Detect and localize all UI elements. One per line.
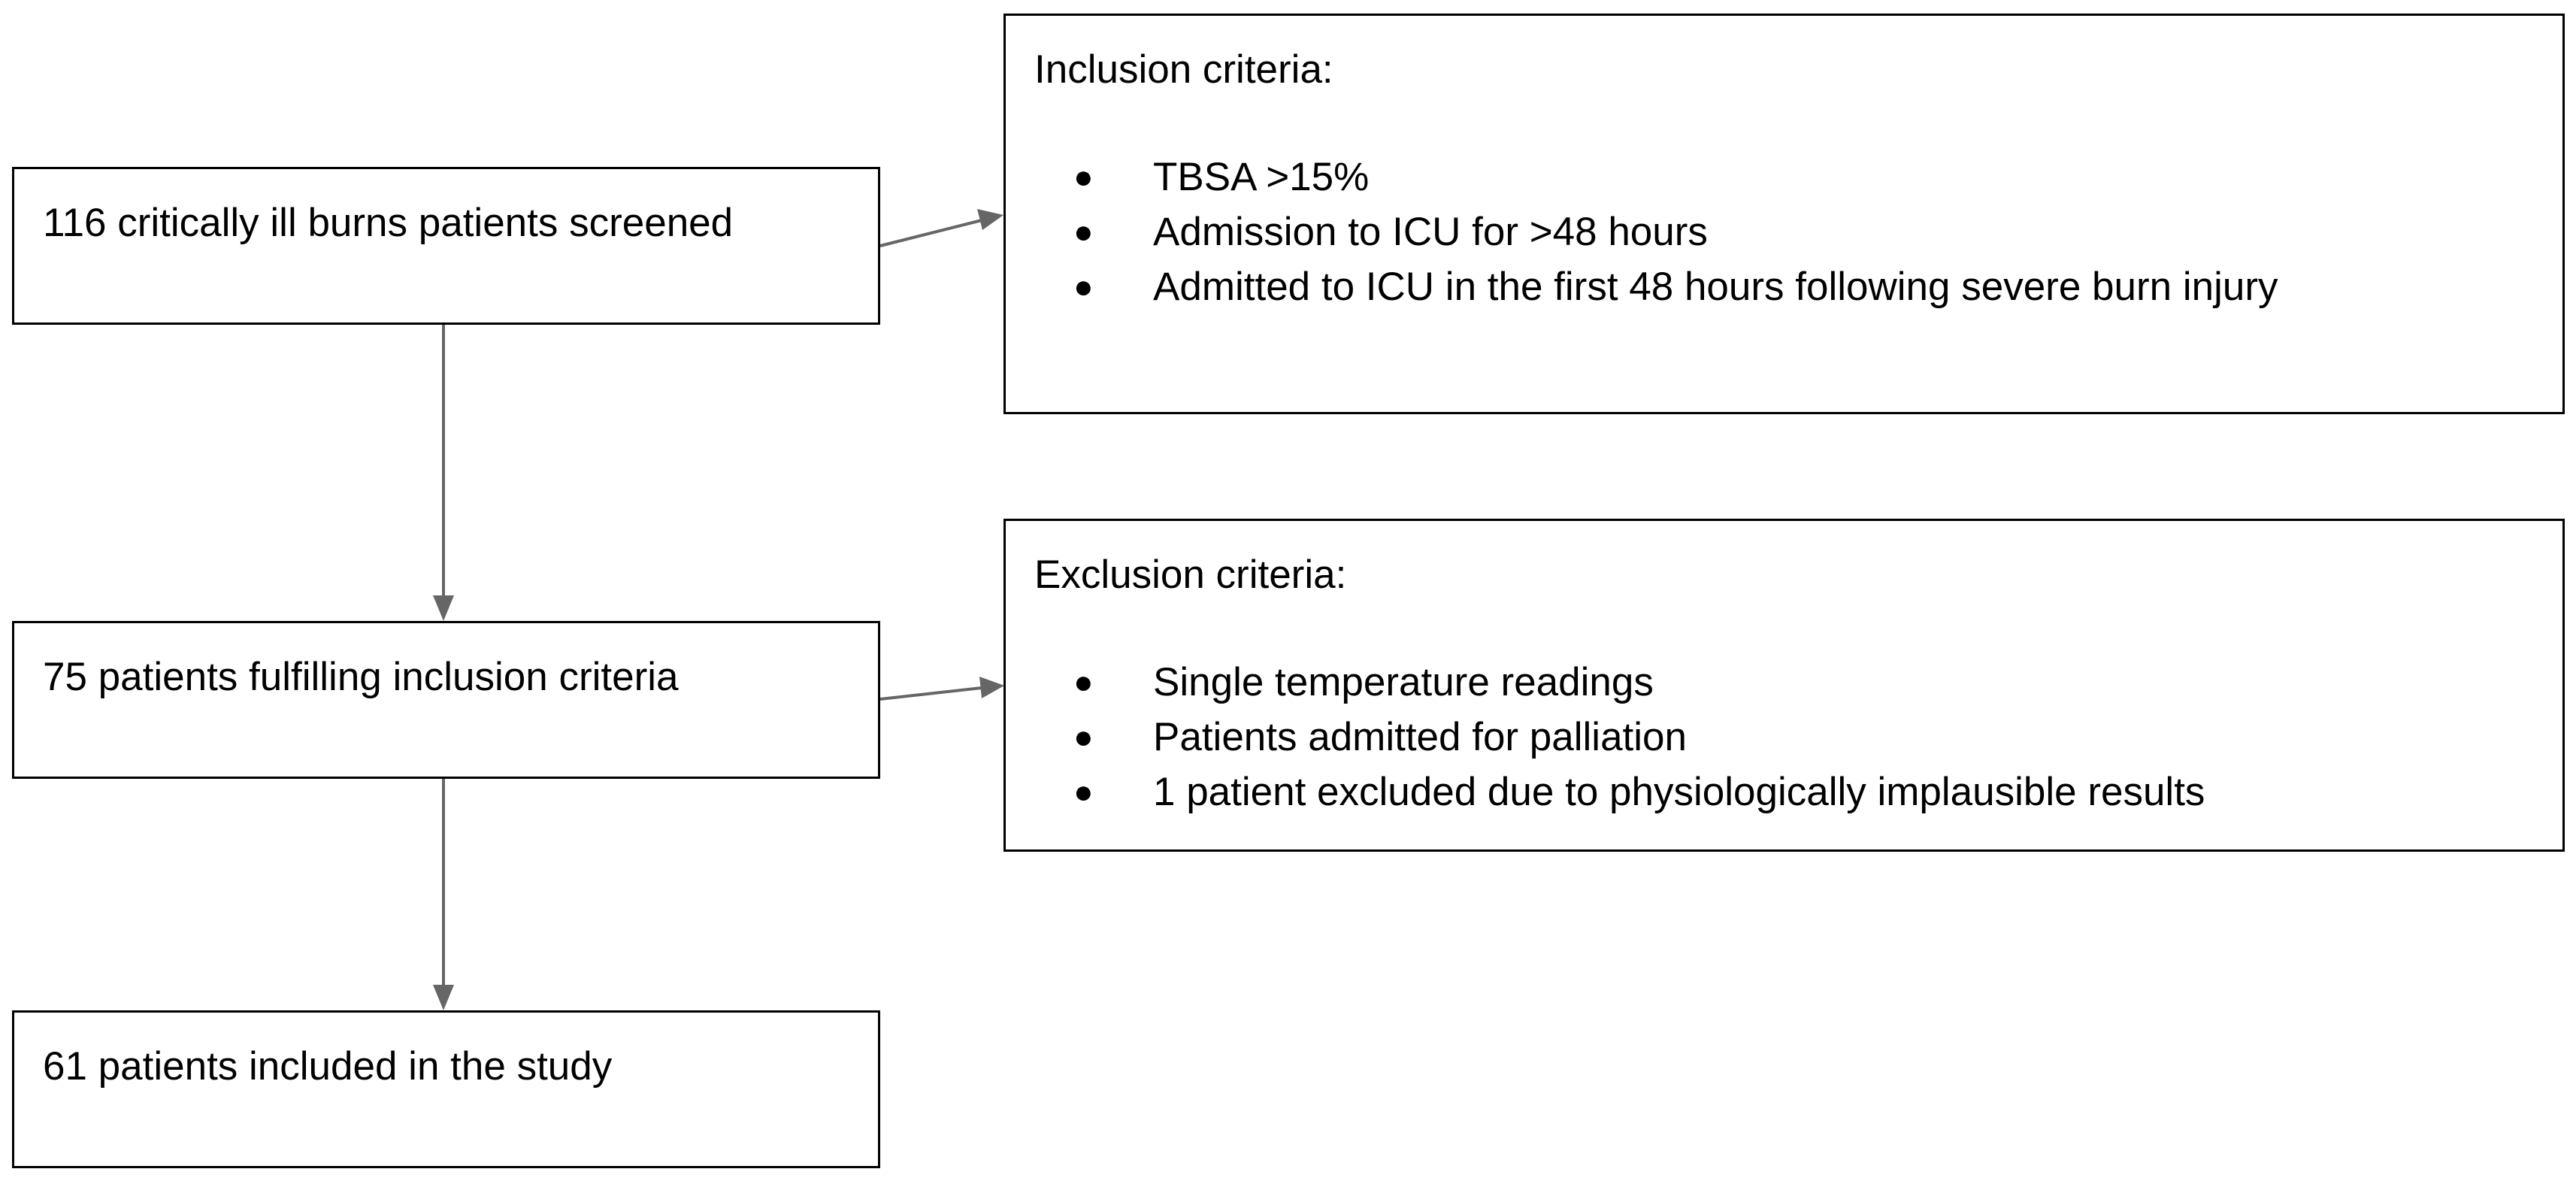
inclusion-criteria-item: ● Admission to ICU for >48 hours: [1073, 204, 2278, 259]
exclusion-criteria-title: Exclusion criteria:: [1034, 553, 1347, 597]
bullet-icon: ●: [1073, 159, 1094, 195]
exclusion-criteria-item: ● 1 patient excluded due to physiological…: [1073, 765, 2205, 819]
arrowhead-fulfilling-to-exclusion: [979, 677, 1004, 698]
exclusion-criteria-list: ● Single temperature readings ● Patients a…: [1073, 655, 2205, 819]
step-box-included: 61 patients included in the study: [12, 1010, 880, 1168]
exclusion-criteria-item: ● Single temperature readings: [1073, 655, 2205, 710]
step-text-screened: 116 critically ill burns patients screen…: [43, 201, 734, 245]
bullet-icon: ●: [1073, 268, 1094, 305]
bullet-icon: ●: [1073, 719, 1094, 756]
step-box-fulfilling: 75 patients fulfilling inclusion criteri…: [12, 621, 880, 779]
exclusion-item-text: Single temperature readings: [1153, 660, 1654, 704]
inclusion-item-text: Admission to ICU for >48 hours: [1153, 210, 1708, 254]
exclusion-criteria-item: ● Patients admitted for palliation: [1073, 710, 2205, 765]
exclusion-criteria-box: Exclusion criteria: ● Single temperature …: [1003, 519, 2565, 852]
arrowhead-fulfilling-to-included: [433, 985, 454, 1010]
inclusion-criteria-title: Inclusion criteria:: [1034, 47, 1333, 92]
step-text-included: 61 patients included in the study: [43, 1044, 613, 1089]
step-text-fulfilling: 75 patients fulfilling inclusion criteri…: [43, 655, 679, 699]
arrowhead-screened-to-inclusion: [977, 209, 1003, 230]
inclusion-criteria-list: ● TBSA >15% ● Admission to ICU for >48 hou…: [1073, 150, 2278, 314]
step-box-screened: 116 critically ill burns patients screen…: [12, 167, 880, 325]
exclusion-item-text: Patients admitted for palliation: [1153, 715, 1688, 759]
bullet-icon: ●: [1073, 664, 1094, 701]
inclusion-criteria-box: Inclusion criteria: ● TBSA >15% ● Admissio…: [1003, 14, 2565, 414]
arrow-fulfilling-to-exclusion: [879, 686, 982, 701]
inclusion-item-text: TBSA >15%: [1153, 155, 1370, 199]
exclusion-item-text: 1 patient excluded due to physiologicall…: [1153, 770, 2205, 814]
inclusion-criteria-item: ● TBSA >15%: [1073, 150, 2278, 204]
arrow-screened-to-inclusion: [879, 219, 982, 247]
bullet-icon: ●: [1073, 774, 1094, 810]
arrowhead-screened-to-fulfilling: [433, 595, 454, 621]
inclusion-item-text: Admitted to ICU in the first 48 hours fo…: [1153, 265, 2278, 309]
bullet-icon: ●: [1073, 213, 1094, 250]
inclusion-criteria-item: ● Admitted to ICU in the first 48 hours f…: [1073, 259, 2278, 314]
